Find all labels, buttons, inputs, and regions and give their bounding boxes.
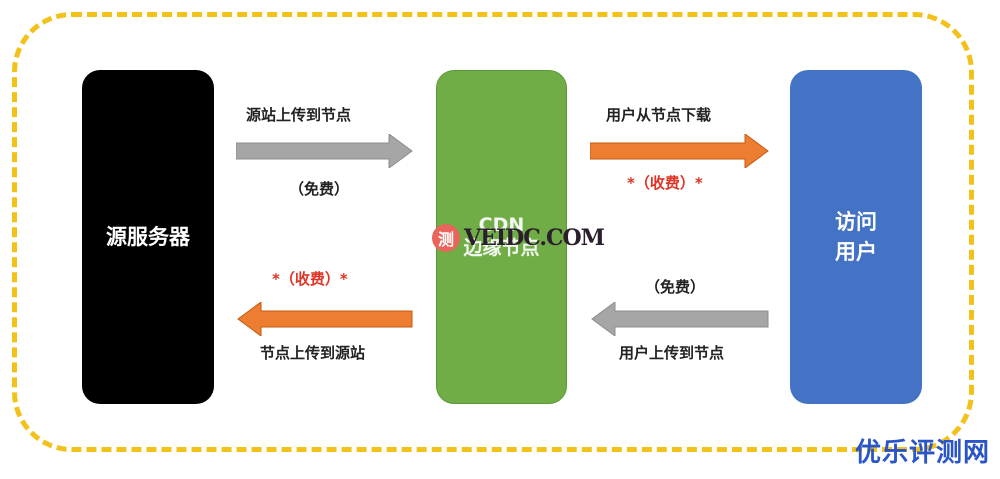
edge-to-source-fee: *（收费）* bbox=[272, 270, 348, 288]
user-label-line1: 访问 bbox=[835, 209, 877, 234]
origin-server-box: 源服务器 bbox=[82, 70, 214, 404]
veidc-watermark: 测 VEIDC.COM bbox=[432, 224, 605, 252]
left-arrow-icon bbox=[237, 302, 413, 336]
right-arrow-icon bbox=[236, 134, 413, 168]
edge-node-label: 边缘节点 bbox=[463, 237, 540, 259]
edge-to-source-label: 节点上传到源站 bbox=[260, 344, 366, 362]
user-upload-label: 用户上传到节点 bbox=[619, 344, 725, 362]
user-download-fee: *（收费）* bbox=[627, 174, 703, 192]
user-download-label: 用户从节点下载 bbox=[606, 106, 712, 124]
brand-logo-text: 优乐评测网 bbox=[854, 438, 990, 468]
origin-server-label: 源服务器 bbox=[106, 224, 190, 249]
left-arrow-icon bbox=[591, 302, 769, 336]
user-label-line2: 用户 bbox=[835, 240, 877, 264]
upload-to-edge-label: 源站上传到节点 bbox=[246, 106, 352, 124]
visiting-user-box: 访问 用户 bbox=[790, 70, 922, 404]
watermark-text: VEIDC.COM bbox=[464, 225, 605, 251]
dashed-frame bbox=[12, 12, 974, 452]
cdn-label: CDN bbox=[478, 214, 525, 237]
upload-to-edge-fee: （免费） bbox=[289, 180, 350, 198]
watermark-badge-icon: 测 bbox=[432, 224, 460, 252]
user-upload-fee: （免费） bbox=[645, 278, 706, 296]
right-arrow-icon bbox=[590, 134, 769, 168]
